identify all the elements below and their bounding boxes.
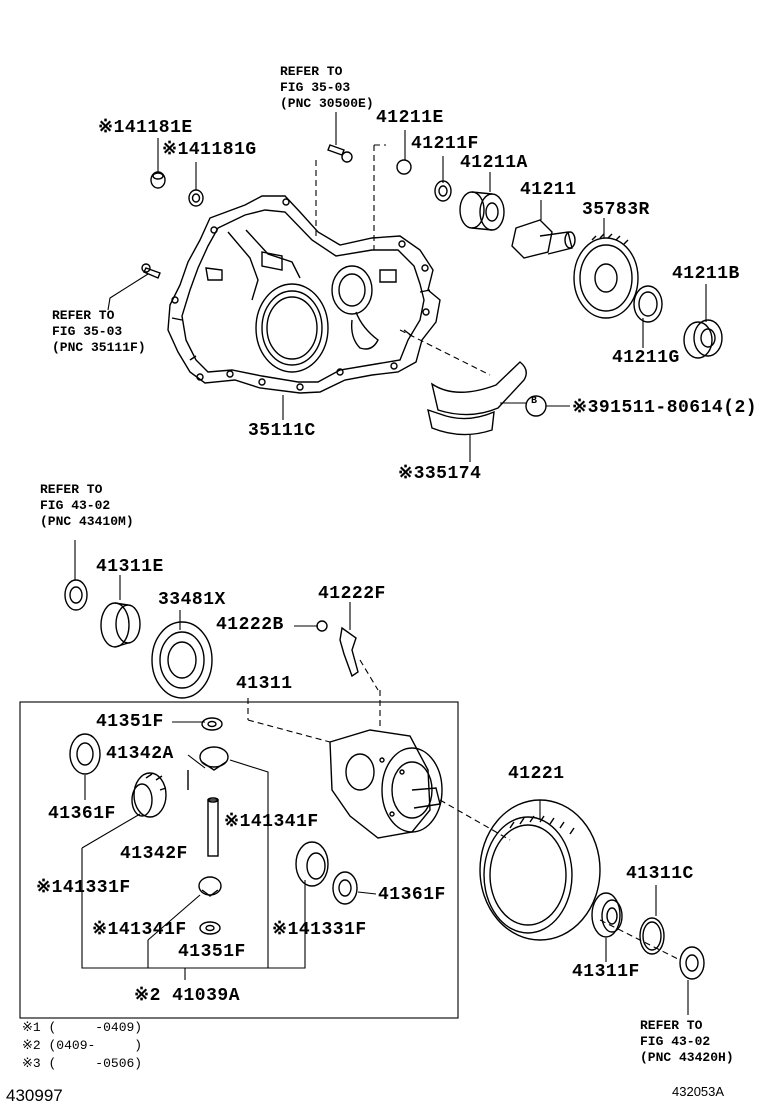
ref-mid-line3: (PNC 43410M) [40, 514, 134, 529]
side-gear-icon-41331f-left [131, 772, 167, 818]
label-41181g: ※141181G [162, 140, 257, 160]
ref-left-line1: REFER TO [52, 308, 115, 323]
washer-icon-41351f-top [201, 717, 223, 731]
label-41361f-left: 41361F [48, 804, 116, 824]
label-41181e: ※141181E [98, 118, 193, 138]
bearing-race-icon-41311e [100, 602, 141, 648]
label-41311e: 41311E [96, 557, 164, 577]
marker-b-label: B [531, 396, 538, 407]
oil-seal-icon-33481x [151, 621, 213, 699]
differential-case-icon-41311 [329, 729, 443, 839]
footer-right-code: 432053A [672, 1084, 725, 1099]
ref-left-line2: FIG 35-03 [52, 324, 123, 339]
pinion-gear-icon-41341f-top [199, 746, 229, 771]
note-1: ※1 ( -0409) [22, 1020, 143, 1035]
shim-icon-41311c [639, 917, 665, 955]
label-41222b: 41222B [216, 615, 284, 635]
label-41311f: 41311F [572, 962, 640, 982]
leader-lines-middle [74, 540, 351, 769]
ref-left-line3: (PNC 35111F) [52, 340, 146, 355]
washer-icon-41351f-bottom [199, 921, 221, 935]
gear-icon-35783r [573, 233, 639, 319]
ref-mid-line1: REFER TO [40, 482, 103, 497]
label-41211a: 41211A [460, 153, 528, 173]
label-41211b: 41211B [672, 264, 740, 284]
washer-icon-41211e [396, 159, 412, 175]
ref-bot-line3: (PNC 43420H) [640, 1050, 734, 1065]
label-41342f: 41342F [120, 844, 188, 864]
label-41311c: 41311C [626, 864, 694, 884]
label-41331f-right: ※141331F [272, 920, 367, 940]
seal-icon-43420h [679, 946, 705, 980]
dashed-lines [247, 144, 681, 961]
label-41222f: 41222F [318, 584, 386, 604]
bracket-icon-41222f [339, 626, 359, 678]
label-35174: ※335174 [398, 464, 482, 484]
seal-icon-41311e [64, 579, 88, 611]
note-3: ※3 ( -0506) [22, 1056, 143, 1071]
label-41311: 41311 [236, 674, 293, 694]
cover-plate-icon-35174 [427, 361, 527, 436]
footer-left-code: 430997 [6, 1086, 63, 1105]
label-41211e: 41211E [376, 108, 444, 128]
label-33481x: 33481X [158, 590, 226, 610]
ref-bot-line2: FIG 43-02 [640, 1034, 711, 1049]
label-41331f-left: ※141331F [36, 878, 131, 898]
marker-b-icon [525, 395, 547, 417]
ring-gear-icon-41221 [479, 799, 601, 941]
label-41341f-bottom: ※141341F [92, 920, 187, 940]
label-391511: ※391511-80614(2) [572, 398, 758, 418]
side-gear-icon-41331f-right [295, 841, 329, 887]
bolt-icon-top [327, 144, 353, 163]
label-41211g: 41211G [612, 348, 680, 368]
plug-icon-41181e [150, 171, 166, 189]
pinion-gear-icon-41341f-bottom [198, 876, 222, 897]
bolt-icon-left [141, 263, 161, 279]
label-41351f-top: 41351F [96, 712, 164, 732]
label-41221: 41221 [508, 764, 565, 784]
bearing-icon-41211a [459, 191, 505, 231]
ref-bot-line1: REFER TO [640, 1018, 703, 1033]
gasket-icon-41181g [188, 189, 204, 207]
bolt-icon-41222b [316, 620, 328, 632]
kit-box [19, 701, 459, 1019]
washer-icon-41361f-right [332, 871, 358, 905]
transaxle-housing-icon [167, 195, 441, 394]
bearing-icon-41311f-right [591, 892, 623, 938]
ref-top-line2: FIG 35-03 [280, 80, 351, 95]
label-41341f-right: ※141341F [224, 812, 319, 832]
label-41039a: ※2 41039A [134, 986, 240, 1006]
label-41361f-right: 41361F [378, 885, 446, 905]
bearing-icon-41211b [683, 319, 723, 359]
note-2: ※2 (0409- ) [22, 1038, 143, 1053]
label-41342a: 41342A [106, 744, 174, 764]
shaft-icon-41342f [207, 797, 219, 857]
side-gear-washer-icon-41361f-left [69, 733, 101, 775]
ref-mid-line2: FIG 43-02 [40, 498, 111, 513]
label-35783r: 35783R [582, 200, 650, 220]
label-41211f: 41211F [411, 134, 479, 154]
label-41351f-bottom: 41351F [178, 942, 246, 962]
spacer-icon-41211f [434, 180, 452, 202]
leader-lines-top [107, 112, 707, 462]
ref-top-line1: REFER TO [280, 64, 343, 79]
label-35111c: 35111C [248, 421, 316, 441]
label-41211: 41211 [520, 180, 577, 200]
seal-icon-41211g [633, 285, 663, 323]
pinion-shaft-icon-41211 [511, 219, 576, 259]
ref-top-line3: (PNC 30500E) [280, 96, 374, 111]
